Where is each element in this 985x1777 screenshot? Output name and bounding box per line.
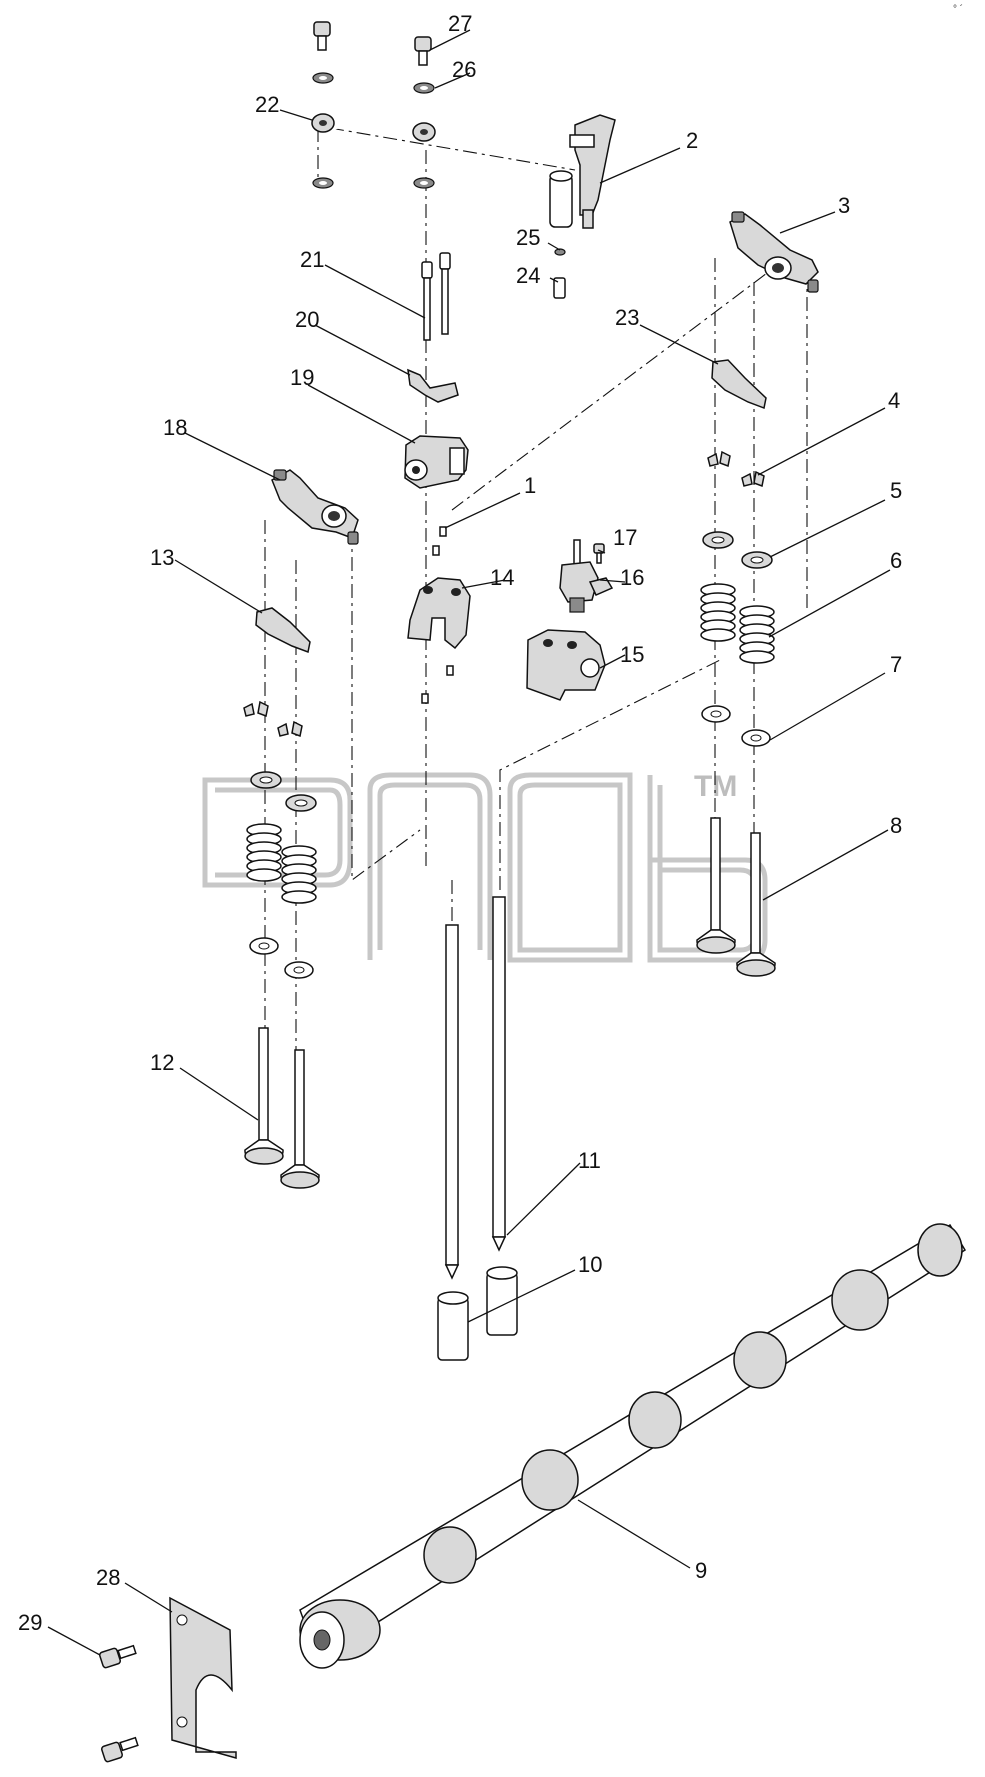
callout-26: 26 bbox=[452, 57, 476, 82]
oil-pipe-22 bbox=[311, 100, 436, 142]
bolts-21 bbox=[421, 252, 451, 341]
callout-27: 27 bbox=[448, 11, 472, 36]
callout-8: 8 bbox=[890, 813, 902, 838]
valve-springs-6 bbox=[246, 583, 775, 904]
callout-20: 20 bbox=[295, 307, 319, 332]
callout-1: 1 bbox=[524, 473, 536, 498]
callout-6: 6 bbox=[890, 548, 902, 573]
callout-16: 16 bbox=[620, 565, 644, 590]
callout-9: 9 bbox=[695, 1558, 707, 1583]
spring-seats-7 bbox=[249, 705, 771, 979]
callout-29: 29 bbox=[18, 1610, 42, 1635]
tappets-10 bbox=[437, 1266, 518, 1361]
callout-4: 4 bbox=[888, 388, 900, 413]
valve-bridge-13 bbox=[255, 607, 311, 654]
dowel-24 bbox=[553, 277, 566, 299]
callout-14: 14 bbox=[490, 565, 514, 590]
callout-12: 12 bbox=[150, 1050, 174, 1075]
o-ring-25 bbox=[554, 248, 566, 256]
callout-2: 2 bbox=[686, 128, 698, 153]
callout-7: 7 bbox=[890, 652, 902, 677]
rocker-arm-3 bbox=[729, 211, 819, 293]
bolts-29 bbox=[98, 1644, 139, 1763]
callout-10: 10 bbox=[578, 1252, 602, 1277]
camshaft-9 bbox=[299, 1223, 967, 1669]
valve-collets-4 bbox=[243, 450, 765, 738]
callout-17: 17 bbox=[613, 525, 637, 550]
shaft-bracket-19 bbox=[404, 435, 469, 489]
callout-28: 28 bbox=[96, 1565, 120, 1590]
valves-12 bbox=[244, 1027, 320, 1189]
valves-8 bbox=[696, 817, 776, 977]
dowel-1 bbox=[421, 526, 454, 704]
spring-retainers-5 bbox=[250, 531, 773, 812]
push-rods-11 bbox=[444, 896, 507, 1280]
rocker-support-2 bbox=[549, 114, 616, 229]
callout-13: 13 bbox=[150, 545, 174, 570]
callout-3: 3 bbox=[838, 193, 850, 218]
clamp-16 bbox=[559, 539, 614, 613]
corner-mark: ° ´ bbox=[953, 3, 963, 15]
bracket-14 bbox=[407, 577, 471, 650]
callout-11: 11 bbox=[578, 1148, 601, 1173]
callout-23: 23 bbox=[615, 305, 639, 330]
thrust-plate-28 bbox=[169, 1596, 237, 1759]
washer-26 bbox=[312, 72, 435, 189]
clip-20 bbox=[407, 368, 459, 403]
bracket-15 bbox=[526, 629, 606, 701]
callout-labels: 27 26 22 2 3 25 24 21 23 20 19 4 18 1 5 … bbox=[18, 11, 902, 1635]
valve-bridge-23 bbox=[711, 359, 767, 410]
screw-17 bbox=[593, 543, 605, 564]
callout-24: 24 bbox=[516, 263, 540, 288]
callout-18: 18 bbox=[163, 415, 187, 440]
watermark-trademark: TM bbox=[694, 770, 737, 803]
callout-22: 22 bbox=[255, 92, 279, 117]
bolt-27 bbox=[313, 21, 432, 66]
callout-5: 5 bbox=[890, 478, 902, 503]
leader-lines bbox=[47, 29, 891, 1656]
callout-21: 21 bbox=[300, 247, 324, 272]
callout-15: 15 bbox=[620, 642, 644, 667]
callout-19: 19 bbox=[290, 365, 314, 390]
rocker-arm-18 bbox=[271, 469, 359, 545]
callout-25: 25 bbox=[516, 225, 540, 250]
